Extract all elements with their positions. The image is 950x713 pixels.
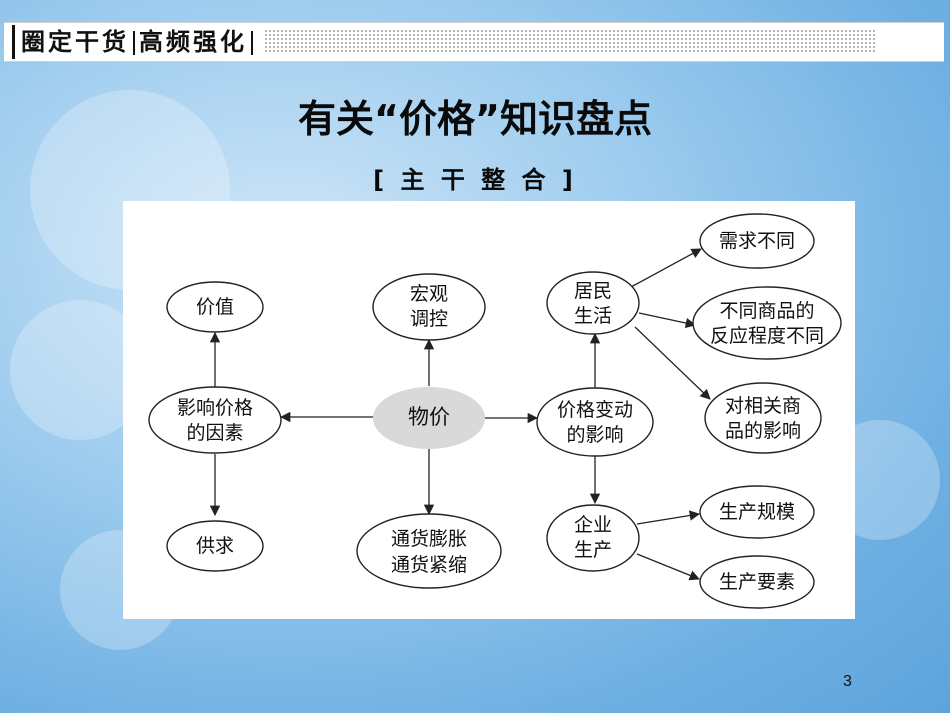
- node-production-factors: 生产要素: [699, 555, 815, 609]
- node-reaction-diff-line2: 反应程度不同: [710, 325, 824, 347]
- arrow-residents-to-reaction: [638, 312, 697, 329]
- arrow-enterprise-to-factors: [636, 553, 700, 581]
- node-reaction-diff-line1: 不同商品的: [719, 300, 814, 322]
- concept-diagram: 物价 影响价格 的因素 价值 供求 宏观 调控 通货膨胀 通货紧缩: [123, 201, 855, 619]
- node-demand-diff-label: 需求不同: [719, 230, 795, 252]
- header-left-label: 圈定干货: [21, 28, 129, 56]
- node-factors-line2: 的因素: [186, 422, 243, 444]
- header-dot-pattern: [264, 29, 876, 53]
- node-enterprise: 企业 生产: [546, 504, 640, 572]
- node-inflation-line2: 通货紧缩: [391, 554, 467, 576]
- node-residents-line2: 生活: [574, 305, 612, 327]
- slide-subtitle: [ 主 干 整 合 ]: [373, 166, 577, 194]
- node-supply-demand-label: 供求: [196, 535, 234, 557]
- node-value: 价值: [166, 281, 264, 333]
- node-enterprise-line2: 生产: [574, 539, 612, 561]
- node-factors-line1: 影响价格: [177, 397, 253, 419]
- node-factors: 影响价格 的因素: [148, 386, 282, 454]
- header-title: 圈定干货高频强化: [12, 25, 259, 59]
- node-inflation-line1: 通货膨胀: [391, 528, 467, 550]
- node-production-factors-label: 生产要素: [719, 571, 795, 593]
- node-related-goods-line1: 对相关商: [725, 395, 801, 417]
- header-right-label: 高频强化: [139, 28, 247, 56]
- node-supply-demand: 供求: [166, 520, 264, 572]
- node-enterprise-line1: 企业: [574, 514, 612, 536]
- slide-title: 有关“价格”知识盘点: [298, 97, 652, 141]
- arrow-enterprise-to-scale: [636, 510, 701, 525]
- node-scale: 生产规模: [699, 485, 815, 539]
- node-center: 物价: [373, 387, 485, 449]
- node-related-goods-line2: 品的影响: [725, 420, 801, 442]
- page-number: 3: [843, 673, 852, 690]
- node-macro-line1: 宏观: [410, 283, 448, 305]
- node-scale-label: 生产规模: [719, 501, 795, 523]
- node-residents-line1: 居民: [574, 280, 612, 302]
- node-value-label: 价值: [196, 296, 234, 318]
- node-inflation: 通货膨胀 通货紧缩: [356, 513, 502, 589]
- header-divider: [133, 31, 135, 55]
- node-demand-diff: 需求不同: [699, 213, 815, 269]
- node-reaction-diff: 不同商品的 反应程度不同: [692, 286, 842, 360]
- node-center-label: 物价: [408, 405, 450, 429]
- arrow-residents-to-demand: [630, 248, 702, 288]
- node-change-effect-line2: 的影响: [566, 424, 623, 446]
- node-macro: 宏观 调控: [372, 273, 486, 341]
- node-change-effect-line1: 价格变动: [557, 399, 633, 421]
- arrow-residents-to-related: [634, 326, 711, 400]
- node-macro-line2: 调控: [410, 308, 448, 330]
- node-residents: 居民 生活: [546, 271, 640, 335]
- node-change-effect: 价格变动 的影响: [536, 387, 654, 457]
- header-divider: [251, 31, 253, 55]
- header-bar: 圈定干货高频强化: [4, 22, 944, 62]
- node-related-goods: 对相关商 品的影响: [704, 382, 822, 454]
